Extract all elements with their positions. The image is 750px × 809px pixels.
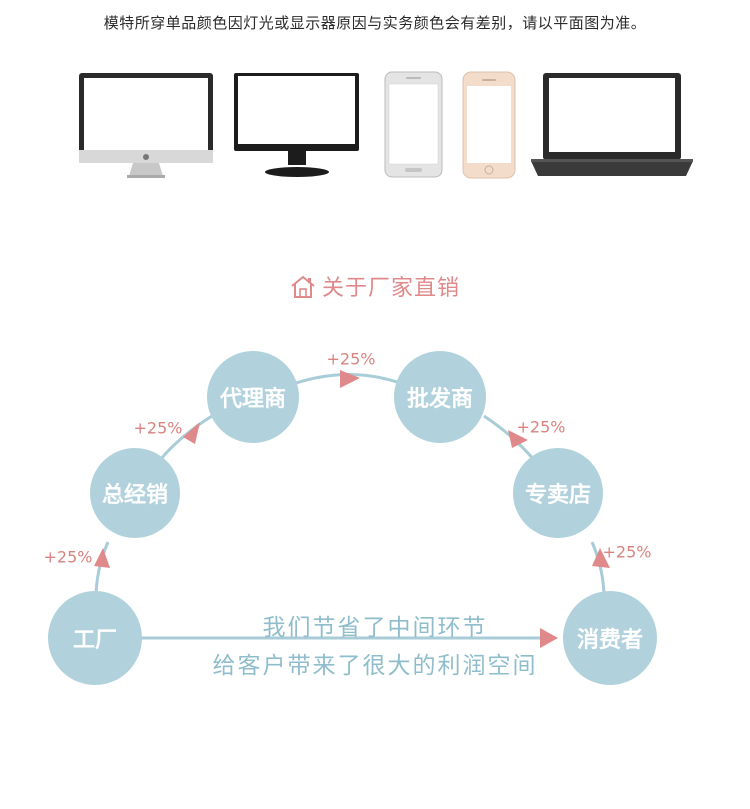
markup-label: +25% <box>602 542 652 562</box>
markup-label: +25% <box>43 547 93 567</box>
node-circle <box>48 591 142 685</box>
arrow-head <box>508 430 528 448</box>
savings-message-line1: 我们节省了中间环节 <box>262 615 488 641</box>
android-phone-icon <box>384 71 443 178</box>
house-icon <box>290 275 316 305</box>
node-specialty-store: 专卖店 <box>524 483 591 508</box>
imac-icon <box>79 73 213 178</box>
node-circle <box>394 351 486 443</box>
markup-label: +25% <box>516 417 566 437</box>
arrow-head <box>540 628 558 648</box>
node-general-distributor: 总经销 <box>101 483 168 508</box>
arrow-head <box>592 548 610 568</box>
node-circle <box>563 591 657 685</box>
node-factory: 工厂 <box>72 628 117 653</box>
node-consumer: 消费者 <box>576 628 643 653</box>
device-illustrations <box>79 71 693 179</box>
arrow-head <box>183 422 200 444</box>
iphone-icon <box>462 71 516 179</box>
markup-label: +25% <box>133 418 183 438</box>
section-title-text: 关于厂家直销 <box>321 276 460 301</box>
section-title: 关于厂家直销 <box>0 270 750 305</box>
node-circle <box>513 448 603 538</box>
markup-label: +25% <box>326 349 376 369</box>
node-agent: 代理商 <box>219 387 286 412</box>
node-circle <box>90 448 180 538</box>
arrow-head <box>94 548 110 568</box>
arrow-head <box>340 370 360 388</box>
node-circle <box>207 351 299 443</box>
monitor-icon <box>234 73 359 177</box>
laptop-icon <box>531 73 693 176</box>
node-wholesaler: 批发商 <box>406 387 473 412</box>
display-notice: 模特所穿单品颜色因灯光或显示器原因与实务颜色会有差别，请以平面图为准。 <box>103 14 647 32</box>
savings-message-line2: 给客户带来了很大的利润空间 <box>212 653 538 679</box>
